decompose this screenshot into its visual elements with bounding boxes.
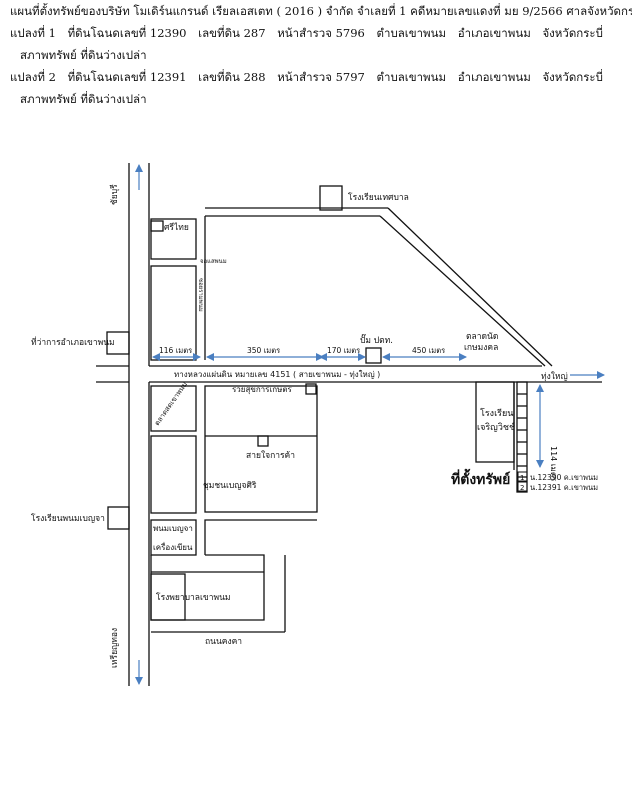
plot1-prefix: แปลงที่ 1	[10, 26, 56, 40]
ruamsuk-label: รวยสุขการเกษตร	[232, 385, 293, 394]
shop-label: สายใจการค้า	[246, 450, 295, 461]
benja-machinery-label: เครื่องเขียน	[153, 541, 193, 552]
school-charoenwit-block	[475, 381, 515, 463]
gas-station-label: ปั๊ม ปตท.	[360, 333, 393, 346]
plot1-subdistrict: ตำบลเขาพนม	[376, 26, 447, 40]
benja-mid-label: พนมเบญจา	[153, 524, 193, 533]
north-road-label: ชัยบุรี	[109, 184, 120, 205]
diagonal-road-b	[387, 207, 553, 367]
district-office-building	[106, 331, 130, 355]
plot2-survey: หน้าสำรวจ 5797	[277, 70, 365, 84]
plot2-prefix: แปลงที่ 2	[10, 70, 56, 84]
property-strip	[516, 381, 528, 493]
east-road-label: ทุ่งใหญ่	[541, 371, 568, 382]
legend-plot-1: น.12390 ค.เขาพนม	[530, 473, 598, 482]
plot2-condition: สภาพทรัพย์ ที่ดินว่างเปล่า	[20, 92, 147, 106]
gas-station-building	[365, 347, 382, 364]
hospital-building	[150, 573, 186, 621]
plot1-line: แปลงที่ 1 ที่ดินโฉนดเลขที่ 12390 เลขที่ด…	[10, 26, 611, 40]
benja-school-label: โรงเรียนพนมเบญจา	[31, 513, 105, 524]
municipal-school-label: โรงเรียนเทศบาล	[348, 192, 409, 203]
school-label-1: โรงเรียน	[480, 408, 513, 419]
plot1-deed: ที่ดินโฉนดเลขที่ 12390	[67, 26, 187, 40]
plot2-subdistrict: ตำบลเขาพนม	[376, 70, 447, 84]
srithai-label: ศรีไทย	[164, 222, 189, 233]
plot2-line: แปลงที่ 2 ที่ดินโฉนดเลขที่ 12391 เลขที่ด…	[10, 70, 611, 84]
district-office-label: ที่ว่าการอำเภอเขาพนม	[31, 336, 115, 348]
block-central	[150, 435, 197, 514]
plot1-survey: หน้าสำรวจ 5796	[277, 26, 365, 40]
distance-114-label: 114 เมตร	[549, 446, 558, 482]
distance-170-label: 170 เมตร	[327, 346, 360, 355]
plot2-deed: ที่ดินโฉนดเลขที่ 12391	[67, 70, 187, 84]
distance-116-label: 116 เมตร	[159, 346, 192, 355]
plot1-lot: เลขที่ดิน 287	[198, 26, 266, 40]
legend-num-1: 1	[520, 474, 524, 482]
hospital-label: โรงพยาบาลเขาพนม	[156, 592, 231, 603]
header-title: แผนที่ตั้งทรัพย์ของบริษัท โมเดิร์นแกรนด์…	[10, 4, 632, 18]
khongkha-road-label: ถนนคงคา	[205, 637, 242, 647]
legend-plot-2: น.12391 ค.เขาพนม	[530, 483, 598, 492]
small-road-label: จอแสพนม	[200, 258, 227, 265]
market-street-label: ตลาดสดเขาพนม	[153, 381, 189, 428]
plot2-lot: เลขที่ดิน 288	[198, 70, 266, 84]
highway-label: ทางหลวงแผ่นดิน หมายเลข 4151 ( สายเขาพนม …	[174, 370, 380, 379]
plot1-district: อำเภอเขาพนม	[457, 26, 531, 40]
plot1-condition: สภาพทรัพย์ ที่ดินว่างเปล่า	[20, 48, 147, 62]
block-benja	[150, 519, 197, 556]
block-srithai	[150, 218, 197, 260]
market-label-1: ตลาดนัด	[466, 332, 498, 342]
market-label-2: เกษมงคล	[464, 343, 498, 353]
plot2-district: อำเภอเขาพนม	[457, 70, 531, 84]
vertical-alley-label: ซอยรามพนม	[197, 278, 204, 312]
shop-building	[257, 435, 269, 447]
distance-450-label: 450 เมตร	[412, 346, 445, 355]
plot2-province: จังหวัดกระบี่	[542, 70, 603, 84]
block-market	[150, 385, 197, 432]
plot1-province: จังหวัดกระบี่	[542, 26, 603, 40]
property-label: ที่ตั้งทรัพย์	[451, 468, 510, 488]
diagonal-road-a	[379, 215, 546, 367]
community-label: ชุมชนเบญจศิริ	[203, 481, 257, 491]
legend-num-2: 2	[520, 484, 524, 492]
block-east-south	[204, 385, 318, 513]
south-road-label: เหรียญทอง	[109, 628, 120, 668]
distance-350-label: 350 เมตร	[247, 346, 280, 355]
benja-school-building	[107, 506, 130, 530]
school-label-2: เจริญวิชช์	[477, 421, 515, 433]
municipal-school-building	[319, 185, 343, 211]
